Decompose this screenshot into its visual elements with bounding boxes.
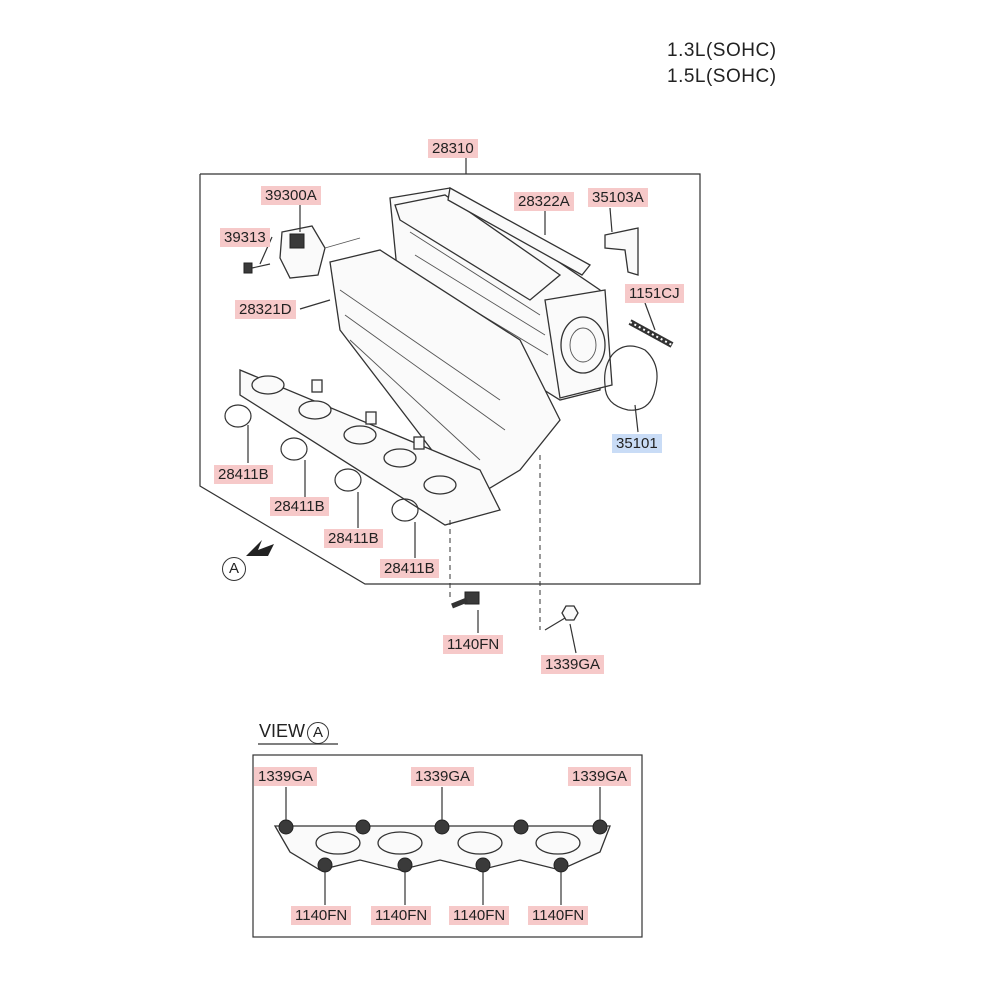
view-label-1140FN-4[interactable]: 1140FN (528, 906, 589, 925)
part-label-28411B-3[interactable]: 28411B (324, 529, 383, 548)
runner-gasket-4 (391, 498, 419, 522)
runner-gasket-3 (334, 468, 362, 492)
engine-label-2: 1.5L(SOHC) (667, 66, 777, 87)
throttle-position-sensor (279, 225, 361, 279)
view-a-marker: A (222, 557, 246, 581)
view-title-text: VIEW (259, 721, 306, 741)
engine-label-1: 1.3L(SOHC) (667, 40, 777, 61)
runner-gasket-2 (280, 437, 308, 461)
bracket (604, 227, 639, 276)
part-label-35101[interactable]: 35101 (612, 434, 662, 453)
part-label-28411B-2[interactable]: 28411B (270, 497, 329, 516)
view-label-1339GA-right[interactable]: 1339GA (568, 767, 632, 786)
stud-bolt (628, 319, 674, 348)
view-label-1140FN-3[interactable]: 1140FN (449, 906, 510, 925)
intake-plenum (389, 186, 613, 401)
part-label-1339GA[interactable]: 1339GA (541, 655, 605, 674)
part-label-28310[interactable]: 28310 (428, 139, 478, 158)
assembly-frame (199, 173, 701, 585)
view-label-1339GA-center[interactable]: 1339GA (411, 767, 475, 786)
bolt (451, 591, 480, 609)
sensor-screw (243, 262, 271, 274)
part-label-28322A[interactable]: 28322A (514, 192, 574, 211)
flange-outline (273, 825, 611, 871)
manifold-runners (239, 249, 561, 526)
part-label-1140FN[interactable]: 1140FN (443, 635, 504, 654)
view-title-marker: A (307, 722, 330, 744)
view-a-box (252, 754, 643, 938)
part-label-28411B-1[interactable]: 28411B (214, 465, 273, 484)
part-label-28321D[interactable]: 28321D (235, 300, 296, 319)
runner-gasket-1 (224, 404, 252, 428)
part-label-1151CJ[interactable]: 1151CJ (625, 284, 684, 303)
nut (561, 605, 579, 621)
part-label-35103A[interactable]: 35103A (588, 188, 648, 207)
part-label-28411B-4[interactable]: 28411B (380, 559, 439, 578)
view-label-1339GA-left[interactable]: 1339GA (254, 767, 318, 786)
view-label-1140FN-2[interactable]: 1140FN (371, 906, 432, 925)
throttle-gasket (604, 345, 658, 411)
part-label-39313[interactable]: 39313 (220, 228, 270, 247)
view-arrow (246, 540, 274, 556)
part-label-39300A[interactable]: 39300A (261, 186, 321, 205)
view-label-1140FN-1[interactable]: 1140FN (291, 906, 352, 925)
